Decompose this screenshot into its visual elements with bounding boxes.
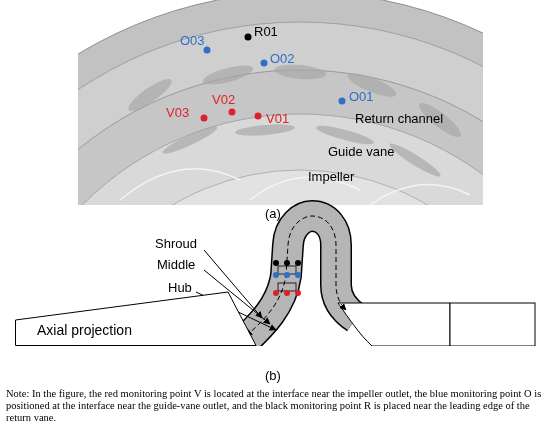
monitor-point — [273, 290, 279, 296]
return-vane — [273, 63, 326, 81]
monitor-point — [284, 260, 290, 266]
pump-rendering — [78, 0, 483, 205]
outlet-pipe — [450, 303, 535, 346]
part-label: R01 — [254, 25, 278, 38]
monitor-point — [201, 115, 208, 122]
box-shape — [16, 292, 257, 346]
impeller-blade — [120, 169, 240, 200]
figure-note: Note: In the figure, the red monitoring … — [6, 388, 544, 424]
monitor-point — [229, 109, 236, 116]
flow-centerline — [246, 216, 346, 336]
part-label: V02 — [212, 93, 235, 106]
part-label: (b) — [265, 369, 281, 382]
guide-vane — [315, 122, 376, 147]
part-label: Impeller — [308, 170, 354, 183]
outlet-region — [338, 303, 450, 346]
monitor-point — [255, 113, 262, 120]
monitor-point — [295, 260, 301, 266]
box-label: Axial projection — [37, 322, 132, 338]
monitor-point — [284, 290, 290, 296]
outer-casing — [78, 0, 483, 205]
part-label: Hub — [168, 281, 192, 294]
part-label: V01 — [266, 112, 289, 125]
monitor-point — [295, 272, 301, 278]
part-label: V03 — [166, 106, 189, 119]
return-vane — [201, 62, 255, 89]
channel-outline — [240, 216, 356, 345]
part-label: Middle — [157, 258, 195, 271]
blade-edges — [120, 169, 470, 205]
impeller-ring — [78, 114, 483, 205]
channel-mask — [0, 346, 550, 360]
part-label: Shroud — [155, 237, 197, 250]
part-label: Return channel — [355, 112, 443, 125]
guide-vane — [387, 140, 443, 180]
impeller-hub — [78, 170, 483, 205]
monitor-point — [273, 272, 279, 278]
guide-vane-ring — [78, 70, 483, 205]
vane-group — [125, 62, 465, 181]
monitor-point — [284, 272, 290, 278]
part-label: O03 — [180, 34, 205, 47]
monitor-point — [261, 60, 268, 67]
guide-vane — [161, 123, 220, 157]
monitor-point — [204, 47, 211, 54]
part-label: O02 — [270, 52, 295, 65]
monitor-point — [339, 98, 346, 105]
monitor-point — [245, 34, 252, 41]
part-label: O01 — [349, 90, 374, 103]
monitor-point — [295, 290, 301, 296]
part-label: Guide vane — [328, 145, 395, 158]
channel-fill — [240, 216, 356, 345]
return-channel-ring — [78, 22, 483, 205]
projection-box: Axial projection — [15, 290, 257, 346]
monitor-point — [273, 260, 279, 266]
impeller-blade — [370, 185, 470, 205]
part-label: (a) — [265, 207, 281, 220]
probe-box — [278, 283, 296, 291]
